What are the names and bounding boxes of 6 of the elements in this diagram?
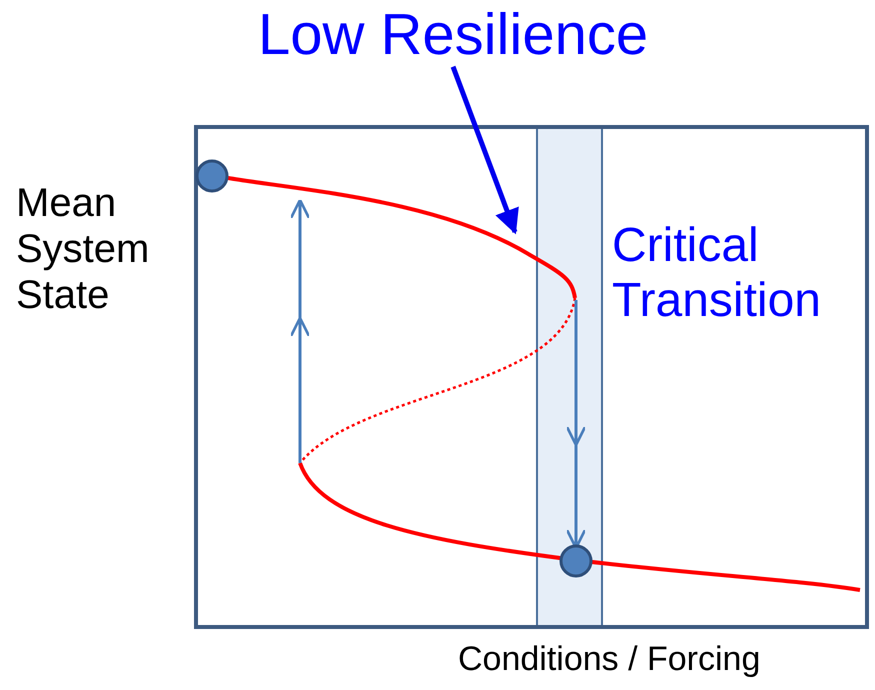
leader-arrow xyxy=(450,66,519,234)
axis-title: Conditions / Forcing xyxy=(458,640,762,680)
axis-title: Mean System State xyxy=(16,180,150,318)
region-label: Critical Transition xyxy=(612,218,822,328)
upper-stable-branch xyxy=(228,176,577,298)
callout-label: Low Resilience xyxy=(258,2,648,69)
